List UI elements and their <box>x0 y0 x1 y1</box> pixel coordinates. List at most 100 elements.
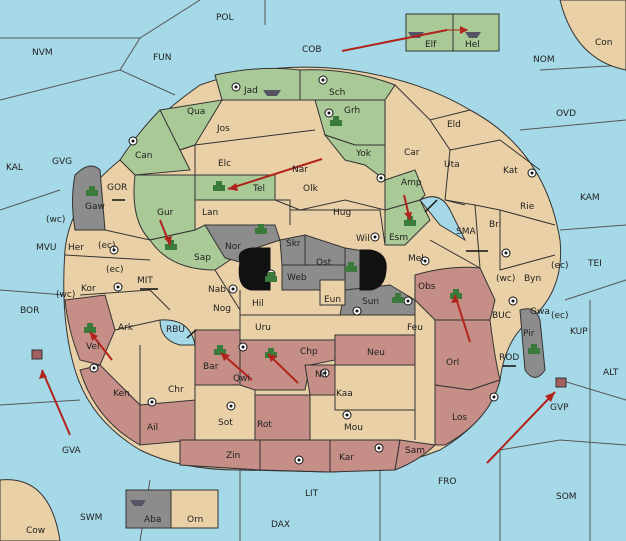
army-unit[interactable] <box>265 272 277 282</box>
label-wc-2: (wc) <box>56 290 75 300</box>
label-zin: Zin <box>226 451 240 461</box>
label-hil: Hil <box>252 299 264 309</box>
label-cob: COB <box>302 45 322 55</box>
label-alt: ALT <box>603 368 619 378</box>
supply-center <box>318 75 328 85</box>
label-lit: LIT <box>305 489 319 499</box>
label-chp: Chp <box>300 347 318 357</box>
supply-center <box>324 108 334 118</box>
army-unit[interactable] <box>165 240 177 250</box>
label-ark: Ark <box>118 323 134 333</box>
label-sun: Sun <box>362 297 379 307</box>
army-unit[interactable] <box>86 186 98 196</box>
label-cow: Cow <box>26 526 45 536</box>
supply-center <box>109 245 119 255</box>
label-rod: ROD <box>499 353 519 363</box>
region-zin[interactable] <box>179 439 261 471</box>
label-sap: Sap <box>194 253 211 263</box>
label-uru: Uru <box>255 323 271 333</box>
region-eun[interactable] <box>319 279 346 306</box>
label-qwi: Qwi <box>233 374 250 384</box>
land-borders <box>64 84 556 441</box>
label-esm: Esm <box>389 233 408 243</box>
label-ec-3: (ec) <box>551 261 569 271</box>
label-ec-2: (ec) <box>106 265 124 275</box>
fleet-unit[interactable] <box>263 90 281 96</box>
label-ovd: OVD <box>556 109 576 119</box>
supply-center <box>113 282 123 292</box>
label-pol: POL <box>216 13 234 23</box>
region-rot[interactable] <box>254 394 311 441</box>
army-unit[interactable] <box>528 344 540 354</box>
supply-center <box>342 410 352 420</box>
army-unit[interactable] <box>255 224 267 234</box>
supply-center <box>228 284 238 294</box>
label-sam: Sam <box>405 446 425 456</box>
label-fro: FRO <box>438 477 457 487</box>
label-sch: Sch <box>329 88 345 98</box>
label-mvu: MVU <box>36 243 57 253</box>
label-vel: Vel <box>86 342 100 352</box>
label-orl: Orl <box>446 358 459 368</box>
region-orl[interactable] <box>434 319 501 391</box>
army-unit[interactable] <box>330 116 342 126</box>
label-kor: Kor <box>81 284 96 294</box>
label-aba: Aba <box>144 515 161 525</box>
region-gaw[interactable] <box>72 165 106 231</box>
label-wil: Wil <box>356 234 370 244</box>
label-nom: NOM <box>533 55 555 65</box>
label-jos: Jos <box>216 124 230 134</box>
supply-center <box>226 401 236 411</box>
label-kat: Kat <box>503 166 518 176</box>
supply-center <box>128 136 138 146</box>
label-mel: Mel <box>408 254 424 264</box>
army-unit[interactable] <box>214 345 226 355</box>
region-pir[interactable] <box>519 308 546 378</box>
label-elc: Elc <box>218 159 231 169</box>
label-nil: Nil <box>315 370 327 380</box>
label-sot: Sot <box>218 418 233 428</box>
label-sma: SMA <box>456 227 476 237</box>
label-byn: Byn <box>524 274 541 284</box>
label-gwa: Gwa <box>530 307 550 317</box>
supply-center <box>370 232 380 242</box>
fleet-unit[interactable] <box>555 377 567 388</box>
label-wc-3: (wc) <box>496 274 515 284</box>
label-nog: Nog <box>213 304 231 314</box>
label-olk: Olk <box>303 184 319 194</box>
label-orn: Orn <box>187 515 203 525</box>
army-unit[interactable] <box>84 323 96 333</box>
region-los[interactable] <box>434 379 501 446</box>
supply-center <box>147 397 157 407</box>
region-orn[interactable] <box>170 489 219 529</box>
label-bar: Bar <box>203 362 219 372</box>
fleet-unit[interactable] <box>31 349 43 360</box>
army-unit[interactable] <box>213 181 225 191</box>
label-nor: Nor <box>225 242 241 252</box>
supply-center <box>294 455 304 465</box>
fleet-unit[interactable] <box>465 32 481 38</box>
supply-center <box>489 392 499 402</box>
region-can[interactable] <box>119 109 191 176</box>
label-kal: KAL <box>6 163 23 173</box>
label-hel: Hel <box>465 40 480 50</box>
label-skr: Skr <box>286 239 301 249</box>
label-can: Can <box>135 151 153 161</box>
region-zin2[interactable] <box>259 439 331 473</box>
region-sam[interactable] <box>394 439 437 471</box>
label-gor: GOR <box>107 183 127 193</box>
region-amp[interactable] <box>384 169 426 211</box>
sea-sma-inlet <box>419 196 467 242</box>
units <box>31 32 567 506</box>
label-kaa: Kaa <box>336 389 353 399</box>
label-bor: BOR <box>20 306 39 316</box>
label-kam: KAM <box>580 193 600 203</box>
army-unit[interactable] <box>392 293 404 303</box>
army-unit[interactable] <box>345 262 357 272</box>
fleet-unit[interactable] <box>130 500 146 506</box>
supply-center <box>231 82 241 92</box>
supply-center <box>374 443 384 453</box>
label-con: Con <box>595 38 613 48</box>
label-kar: Kar <box>339 453 354 463</box>
